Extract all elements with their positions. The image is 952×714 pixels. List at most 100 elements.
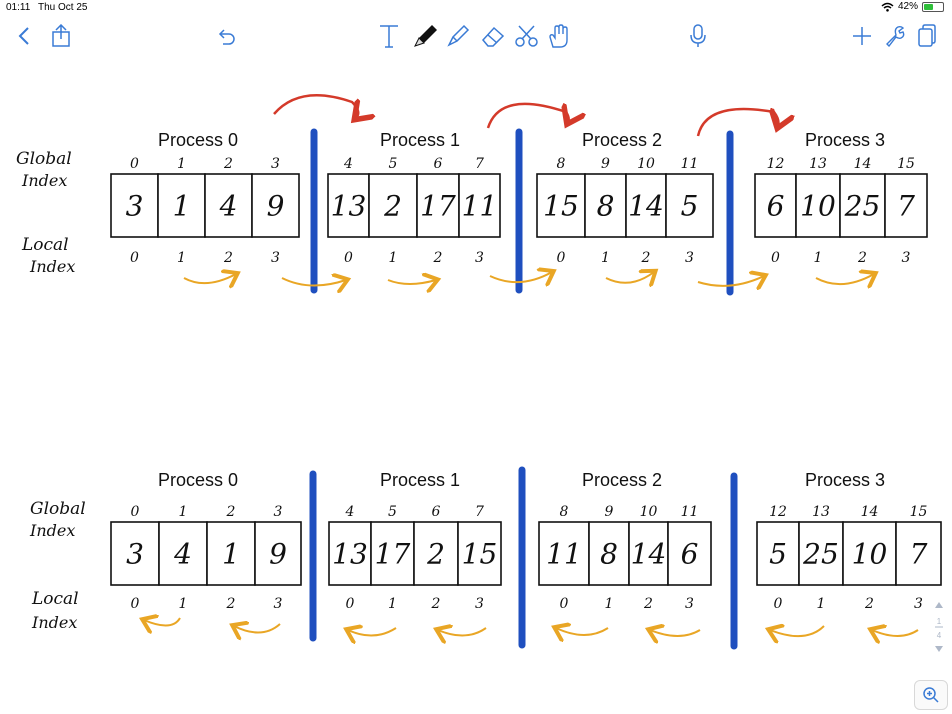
red-transfer-arrows: [273, 94, 779, 137]
eraser-icon[interactable]: [478, 16, 508, 56]
local-index: 3: [475, 596, 484, 612]
local-index: 0: [344, 250, 353, 266]
array-cell: [158, 521, 208, 586]
local-index: 2: [864, 596, 874, 612]
undo-icon[interactable]: [214, 16, 238, 56]
process-title: Process 1: [380, 470, 460, 490]
array-cell: [327, 173, 370, 238]
local-index-label-bottom: Local Index: [31, 589, 79, 632]
back-icon[interactable]: [12, 16, 36, 56]
wrench-icon[interactable]: [882, 16, 908, 56]
orange-arrow: [605, 272, 654, 283]
orange-arrow: [872, 630, 919, 636]
drawing-canvas[interactable]: Global Index Local Index Global Index Lo…: [0, 56, 952, 714]
red-arrow: [696, 109, 779, 137]
orange-arrow: [144, 618, 181, 626]
microphone-icon[interactable]: [686, 16, 710, 56]
process-title: Process 0: [158, 130, 238, 150]
local-index: 2: [433, 250, 443, 266]
cell-value: 10: [800, 190, 836, 223]
orange-arrow: [770, 626, 825, 636]
global-index: 2: [226, 504, 236, 520]
orange-arrow: [489, 272, 552, 282]
array-cell: [538, 521, 590, 586]
scissors-icon[interactable]: [512, 16, 542, 56]
orange-arrow: [556, 628, 609, 635]
text-tool-icon[interactable]: [376, 16, 402, 56]
array-cell: [665, 173, 714, 238]
status-time: 01:11: [6, 2, 31, 13]
hand-tool-icon[interactable]: [544, 16, 574, 56]
local-index: 1: [388, 596, 397, 612]
local-index: 3: [914, 596, 923, 612]
global-index: 11: [681, 504, 699, 520]
local-index: 0: [130, 250, 139, 266]
cell-value: 2: [426, 538, 445, 571]
cell-value: 4: [173, 538, 192, 571]
cell-value: 25: [802, 538, 839, 571]
local-index: 2: [223, 250, 233, 266]
pages-icon[interactable]: [914, 16, 940, 56]
global-index: 13: [812, 504, 830, 520]
array-cell: [206, 521, 256, 586]
array-cell: [370, 521, 415, 586]
array-cell: [368, 173, 418, 238]
array-cell: [157, 173, 206, 238]
global-index: 5: [388, 504, 397, 520]
total-pages: 4: [937, 631, 942, 640]
array-cell: [754, 173, 797, 238]
global-index: 0: [131, 504, 140, 520]
global-index: 11: [681, 156, 699, 172]
local-index: 2: [641, 250, 651, 266]
local-label-line2: Index: [31, 613, 77, 632]
share-icon[interactable]: [48, 16, 74, 56]
orange-arrow: [387, 280, 436, 284]
status-right: 42%: [881, 1, 944, 12]
highlighter-icon[interactable]: [444, 16, 472, 56]
wifi-icon: [881, 2, 894, 12]
array-cell: [584, 173, 627, 238]
status-date: Thu Oct 25: [38, 2, 88, 13]
cell-value: 8: [597, 190, 615, 223]
array-cell: [795, 173, 841, 238]
cell-value: 14: [628, 190, 664, 223]
cell-value: 5: [769, 538, 787, 571]
local-index: 2: [857, 250, 867, 266]
cell-value: 1: [173, 190, 191, 223]
array-cell: [536, 173, 586, 238]
global-index: 13: [809, 156, 827, 172]
orange-arrow: [234, 624, 281, 633]
cell-value: 8: [600, 538, 618, 571]
array-cell: [254, 521, 302, 586]
local-index-label-top: Local Index: [21, 235, 75, 276]
global-index: 15: [897, 156, 915, 172]
add-icon[interactable]: [850, 16, 874, 56]
zoom-icon[interactable]: [914, 680, 948, 710]
red-arrow: [486, 102, 569, 128]
local-index: 0: [771, 250, 780, 266]
pen-tool-icon[interactable]: [408, 16, 442, 56]
array-cell: [667, 521, 712, 586]
array-cell: [110, 521, 160, 586]
global-index: 14: [854, 156, 872, 172]
page-scroll-indicator[interactable]: 1 4: [932, 598, 946, 658]
global-index-label-top: Global Index: [16, 149, 72, 190]
local-index: 3: [685, 250, 694, 266]
array-cell: [842, 521, 897, 586]
cell-value: 14: [631, 538, 667, 571]
orange-arrows-bottom: [144, 618, 919, 636]
global-index-label-bottom: Global Index: [29, 499, 86, 540]
cell-value: 11: [546, 538, 582, 571]
local-index: 0: [557, 250, 566, 266]
global-index: 10: [637, 156, 655, 172]
global-index: 10: [640, 504, 658, 520]
local-index: 1: [177, 250, 186, 266]
orange-arrows-top: [183, 272, 874, 286]
orange-arrow: [815, 274, 874, 284]
orange-arrow: [348, 628, 397, 636]
